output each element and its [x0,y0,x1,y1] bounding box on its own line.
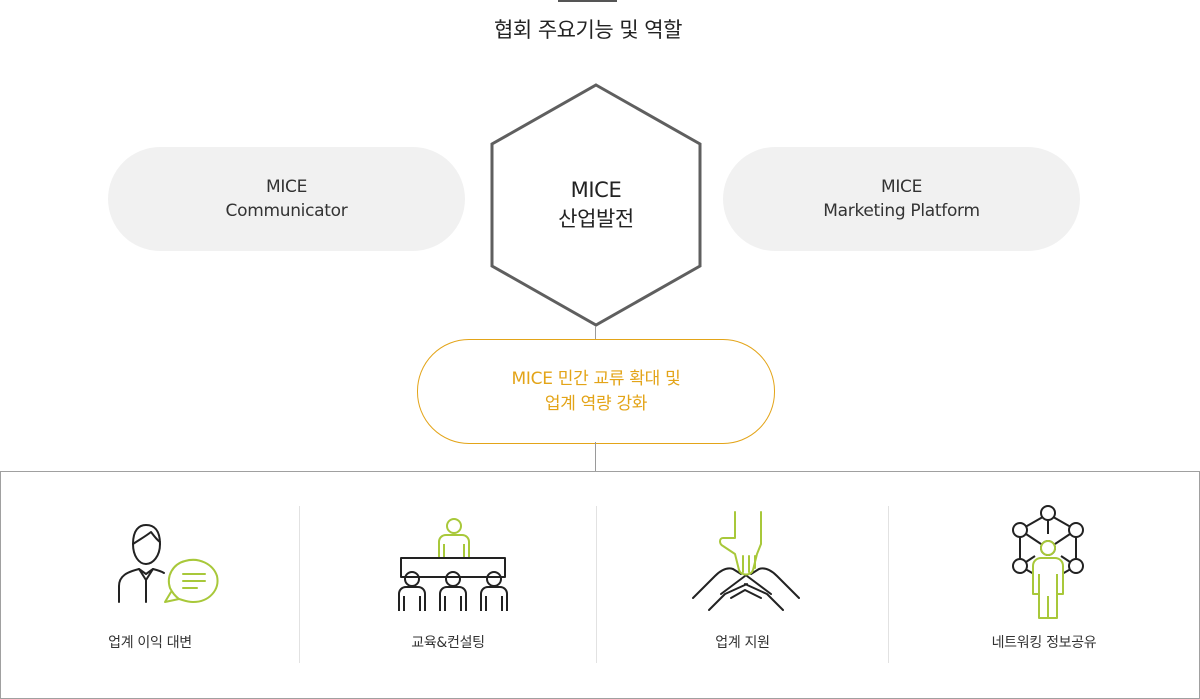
goal-pill: MICE 민간 교류 확대 및 업계 역량 강화 [417,339,775,444]
center-hexagon [490,83,702,327]
function-divider [596,506,597,663]
function-label-training: 교육&컨설팅 [411,635,485,651]
network-icon [1012,505,1084,619]
training-icon [398,518,508,611]
function-label-networking: 네트워킹 정보공유 [991,635,1097,651]
title-decoration-rule [558,0,617,2]
function-label-support: 업계 지원 [715,635,770,651]
goal-line2: 업계 역량 강화 [544,393,648,414]
communicator-line1: MICE [265,177,308,197]
page-title: 협회 주요기능 및 역할 [494,18,682,42]
connector-line-goal-to-functions [595,442,596,471]
marketing-platform-pill: MICE Marketing Platform [723,147,1080,251]
functions-panel: 업계 이익 대변 교육&컨설팅 [0,471,1200,699]
center-hexagon-text: MICE 산업발전 [489,176,703,234]
function-divider [888,506,889,663]
center-line2: 산업발전 [558,207,634,231]
function-label-advocacy: 업계 이익 대변 [108,635,192,651]
marketing-line2: Marketing Platform [823,201,980,221]
function-divider [299,506,300,663]
goal-line1: MICE 민간 교류 확대 및 [511,368,681,389]
marketing-line1: MICE [880,177,923,197]
center-line1: MICE [570,178,622,202]
support-hands-icon [692,511,800,611]
communicator-pill: MICE Communicator [108,147,465,251]
communicator-line2: Communicator [225,201,348,221]
connector-line-hex-to-goal [595,326,596,339]
advocacy-icon [118,524,219,603]
